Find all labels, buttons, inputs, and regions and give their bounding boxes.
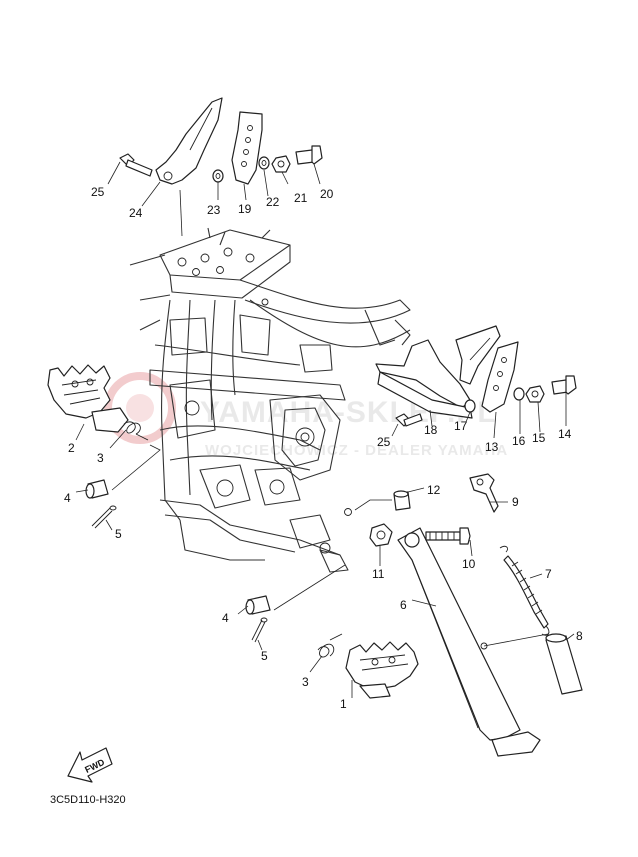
watermark-sub-text: WOJCIECHOWICZ - DEALER YAMAHA bbox=[205, 442, 508, 459]
callout-label: 8 bbox=[576, 629, 583, 643]
callout-label: 11 bbox=[372, 567, 385, 581]
callout-label: 6 bbox=[400, 598, 407, 612]
sidestand-spring[interactable] bbox=[499, 545, 550, 636]
callout-label: 3 bbox=[302, 675, 309, 689]
fwd-arrow-icon: FWD bbox=[67, 747, 113, 783]
callout-label: 24 bbox=[129, 206, 143, 220]
right-footrest-cotter-pin[interactable] bbox=[251, 617, 268, 643]
passenger-footrest-washer-16[interactable] bbox=[513, 387, 525, 401]
sidestand-collar-leader bbox=[354, 499, 392, 511]
callout-label: 15 bbox=[532, 431, 546, 445]
sidestand-bracket[interactable] bbox=[469, 473, 499, 513]
right-footrest-leader bbox=[273, 564, 346, 611]
left-footrest-pin[interactable] bbox=[85, 479, 109, 499]
passenger-bracket-leader bbox=[179, 189, 183, 237]
left-footrest-spring[interactable] bbox=[123, 421, 149, 441]
callout-label: 25 bbox=[377, 435, 391, 449]
callout-leaders bbox=[75, 161, 575, 698]
callout-label: 25 bbox=[91, 185, 105, 199]
callout-label: 4 bbox=[222, 611, 229, 625]
callout-label: 19 bbox=[238, 202, 252, 216]
right-footrest-spring[interactable] bbox=[317, 633, 343, 658]
callout-label: 3 bbox=[97, 451, 104, 465]
passenger-footrest-bolt-14[interactable] bbox=[551, 375, 577, 395]
sidestand-spring-pin[interactable] bbox=[545, 633, 583, 695]
callout-label: 14 bbox=[558, 427, 572, 441]
callout-label: 2 bbox=[68, 441, 75, 455]
callout-label: 12 bbox=[427, 483, 441, 497]
right-footrest[interactable] bbox=[345, 641, 419, 699]
callout-label: 7 bbox=[545, 567, 552, 581]
callout-label: 10 bbox=[462, 557, 476, 571]
passenger-footrest-bolt-20[interactable] bbox=[295, 145, 323, 165]
sidestand-collar[interactable] bbox=[393, 490, 411, 511]
callout-label: 5 bbox=[115, 527, 122, 541]
passenger-footrest-washer-17[interactable] bbox=[464, 399, 476, 413]
passenger-footrest-bracket-left[interactable] bbox=[155, 97, 223, 185]
callout-label: 17 bbox=[454, 419, 468, 433]
callout-label: 13 bbox=[485, 440, 499, 454]
passenger-footrest-nut-21[interactable] bbox=[271, 155, 291, 173]
passenger-footrest-bolt-25-right[interactable] bbox=[395, 413, 423, 427]
callout-label: 22 bbox=[266, 195, 280, 209]
callout-label: 21 bbox=[294, 191, 308, 205]
watermark-logo bbox=[104, 372, 176, 444]
motorcycle-frame bbox=[129, 227, 411, 573]
left-footrest[interactable] bbox=[47, 364, 129, 433]
passenger-footrest-right[interactable] bbox=[481, 341, 519, 413]
callout-labels: 1 2 3 3 4 4 5 5 6 7 8 9 10 11 12 13 14 1… bbox=[64, 185, 583, 711]
callout-label: 20 bbox=[320, 187, 334, 201]
sidestand-pin-leader bbox=[483, 633, 549, 647]
passenger-footrest-washer-22[interactable] bbox=[258, 156, 270, 170]
sidestand-bolt[interactable] bbox=[425, 527, 471, 545]
callout-label: 1 bbox=[340, 697, 347, 711]
callout-label: 18 bbox=[424, 423, 438, 437]
callout-label: 16 bbox=[512, 434, 526, 448]
left-footrest-cotter-pin[interactable] bbox=[91, 505, 117, 529]
passenger-footrest-nut-15[interactable] bbox=[525, 385, 545, 403]
left-footrest-leader bbox=[111, 444, 161, 491]
callout-label: 9 bbox=[512, 495, 519, 509]
passenger-footrest-bracket-right[interactable] bbox=[375, 325, 501, 419]
right-footrest-pin[interactable] bbox=[245, 595, 271, 615]
callout-label: 5 bbox=[261, 649, 268, 663]
sidestand[interactable] bbox=[397, 527, 541, 757]
callout-label: 23 bbox=[207, 203, 221, 217]
passenger-footrest-left[interactable] bbox=[231, 111, 263, 185]
callout-label: 4 bbox=[64, 491, 71, 505]
sidestand-nut[interactable] bbox=[369, 523, 393, 547]
passenger-footrest-washer-23[interactable] bbox=[212, 169, 224, 183]
passenger-footrest-bolt-25-top[interactable] bbox=[119, 153, 153, 177]
diagram-code: 3C5D110-H320 bbox=[50, 794, 126, 806]
